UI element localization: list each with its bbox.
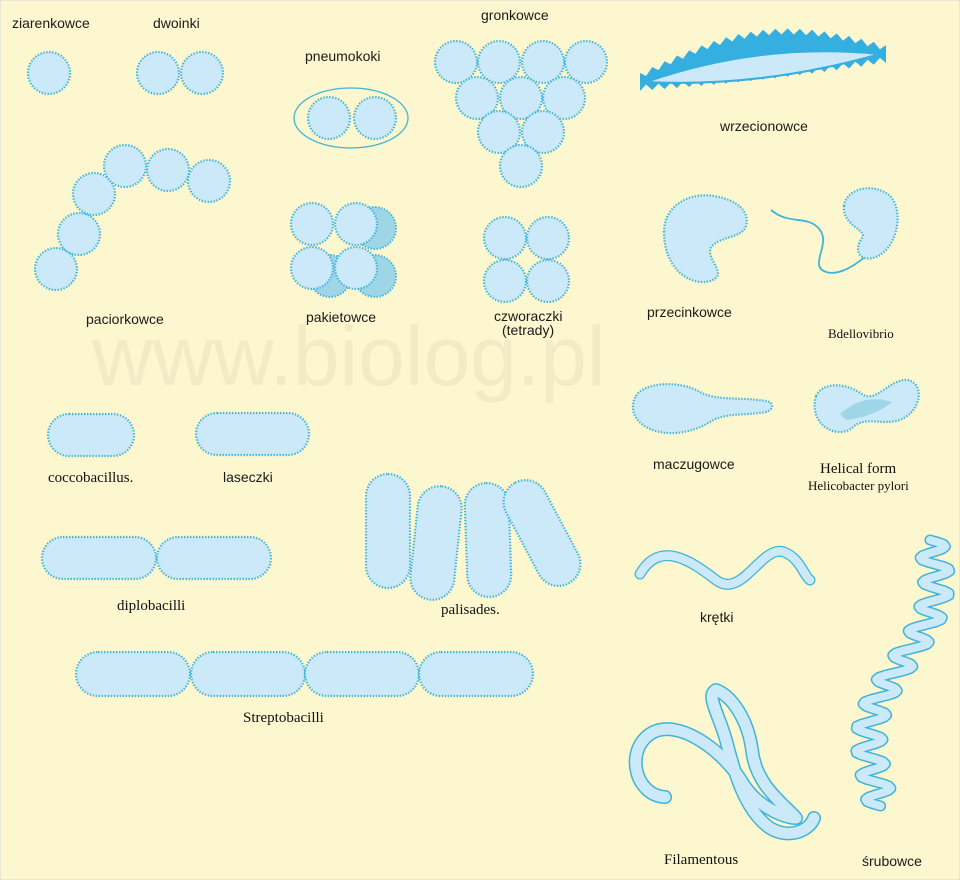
cell [74, 650, 192, 698]
cell [482, 258, 528, 304]
cell [525, 215, 571, 261]
palisades-group [364, 472, 582, 601]
label-ziarenkowce: ziarenkowce [12, 15, 90, 31]
label-helical-form: Helical form [820, 461, 897, 477]
coccobacillus-cell [46, 412, 136, 458]
label-palisades: palisades. [441, 602, 500, 618]
cell [333, 245, 379, 291]
label-streptobacilli: Streptobacilli [243, 710, 324, 726]
cell [498, 75, 544, 121]
cell [476, 109, 522, 155]
cell [463, 481, 513, 599]
watermark: www.biolog.pl [91, 309, 606, 403]
cell [525, 258, 571, 304]
label-coccobacillus: coccobacillus. [48, 470, 133, 486]
kretki-body [635, 547, 815, 589]
ziarenkowce-group [26, 50, 72, 96]
label-bdellovibrio: Bdellovibrio [828, 326, 894, 341]
cell [333, 201, 379, 247]
paciorkowce-group [33, 143, 232, 292]
cell [40, 535, 158, 581]
label-helicobacter: Helicobacter pylori [808, 478, 909, 493]
cell [289, 245, 335, 291]
cell [186, 158, 232, 204]
bdellovibrio-shape [770, 187, 899, 274]
label-wrzecionowce: wrzecionowce [719, 118, 808, 134]
label-kretki: krętki [700, 609, 733, 625]
cell [155, 535, 273, 581]
label-tetrady: (tetrady) [502, 322, 554, 338]
cell [454, 75, 500, 121]
maczugowce-shape [631, 383, 774, 435]
cell [502, 478, 582, 588]
dwoinki-group [135, 50, 225, 96]
laseczki-cell [194, 411, 311, 457]
cell [409, 485, 463, 601]
cell [135, 50, 181, 96]
czworaczki-group [482, 215, 571, 304]
cell [498, 143, 544, 189]
gronkowce-group [433, 39, 609, 189]
flagellum [770, 209, 867, 274]
filamentous-body [630, 684, 820, 839]
capsule [293, 87, 409, 149]
pakietowce-group [289, 201, 397, 298]
cell [364, 472, 412, 590]
cell [520, 39, 566, 85]
label-paciorkowce: paciorkowce [86, 311, 164, 327]
helical-form-shape [813, 378, 920, 434]
cell [417, 650, 535, 698]
filamentous-shape [628, 683, 821, 841]
label-diplobacilli: diplobacilli [117, 598, 185, 614]
cell [56, 211, 102, 257]
label-maczugowce: maczugowce [653, 456, 735, 472]
cell [289, 201, 335, 247]
label-przecinkowce: przecinkowce [647, 304, 732, 320]
kretki-shape [634, 545, 816, 590]
cell [306, 95, 352, 141]
bdellovibrio-body [842, 187, 899, 260]
label-filamentous: Filamentous [664, 852, 738, 868]
cell [563, 39, 609, 85]
streptobacilli-group [74, 650, 535, 698]
cell [26, 50, 72, 96]
diplobacilli-group [40, 535, 273, 581]
cell [476, 39, 522, 85]
cell [482, 215, 528, 261]
helical-twist [840, 399, 892, 420]
cell [189, 650, 307, 698]
cell [520, 109, 566, 155]
cell [352, 95, 398, 141]
spindle-body [645, 50, 881, 84]
cell [433, 39, 479, 85]
label-czworaczki: czworaczki [494, 308, 562, 324]
label-dwoinki: dwoinki [153, 15, 200, 31]
pneumokoki-group [293, 87, 409, 149]
label-srubowce: śrubowce [862, 853, 922, 869]
cell [102, 143, 148, 189]
cell [303, 650, 421, 698]
cell [71, 171, 117, 217]
label-pneumokoki: pneumokoki [305, 48, 381, 64]
cell [145, 147, 191, 193]
srubowce-body [851, 536, 954, 810]
wrzecionowce-shape [640, 28, 886, 91]
label-laseczki: laseczki [223, 469, 273, 485]
cell [541, 75, 587, 121]
srubowce-shape [850, 534, 956, 812]
przecinkowce-shape [662, 194, 748, 284]
cell [33, 246, 79, 292]
label-gronkowce: gronkowce [481, 7, 549, 23]
cell [179, 50, 225, 96]
label-pakietowce: pakietowce [306, 309, 376, 325]
